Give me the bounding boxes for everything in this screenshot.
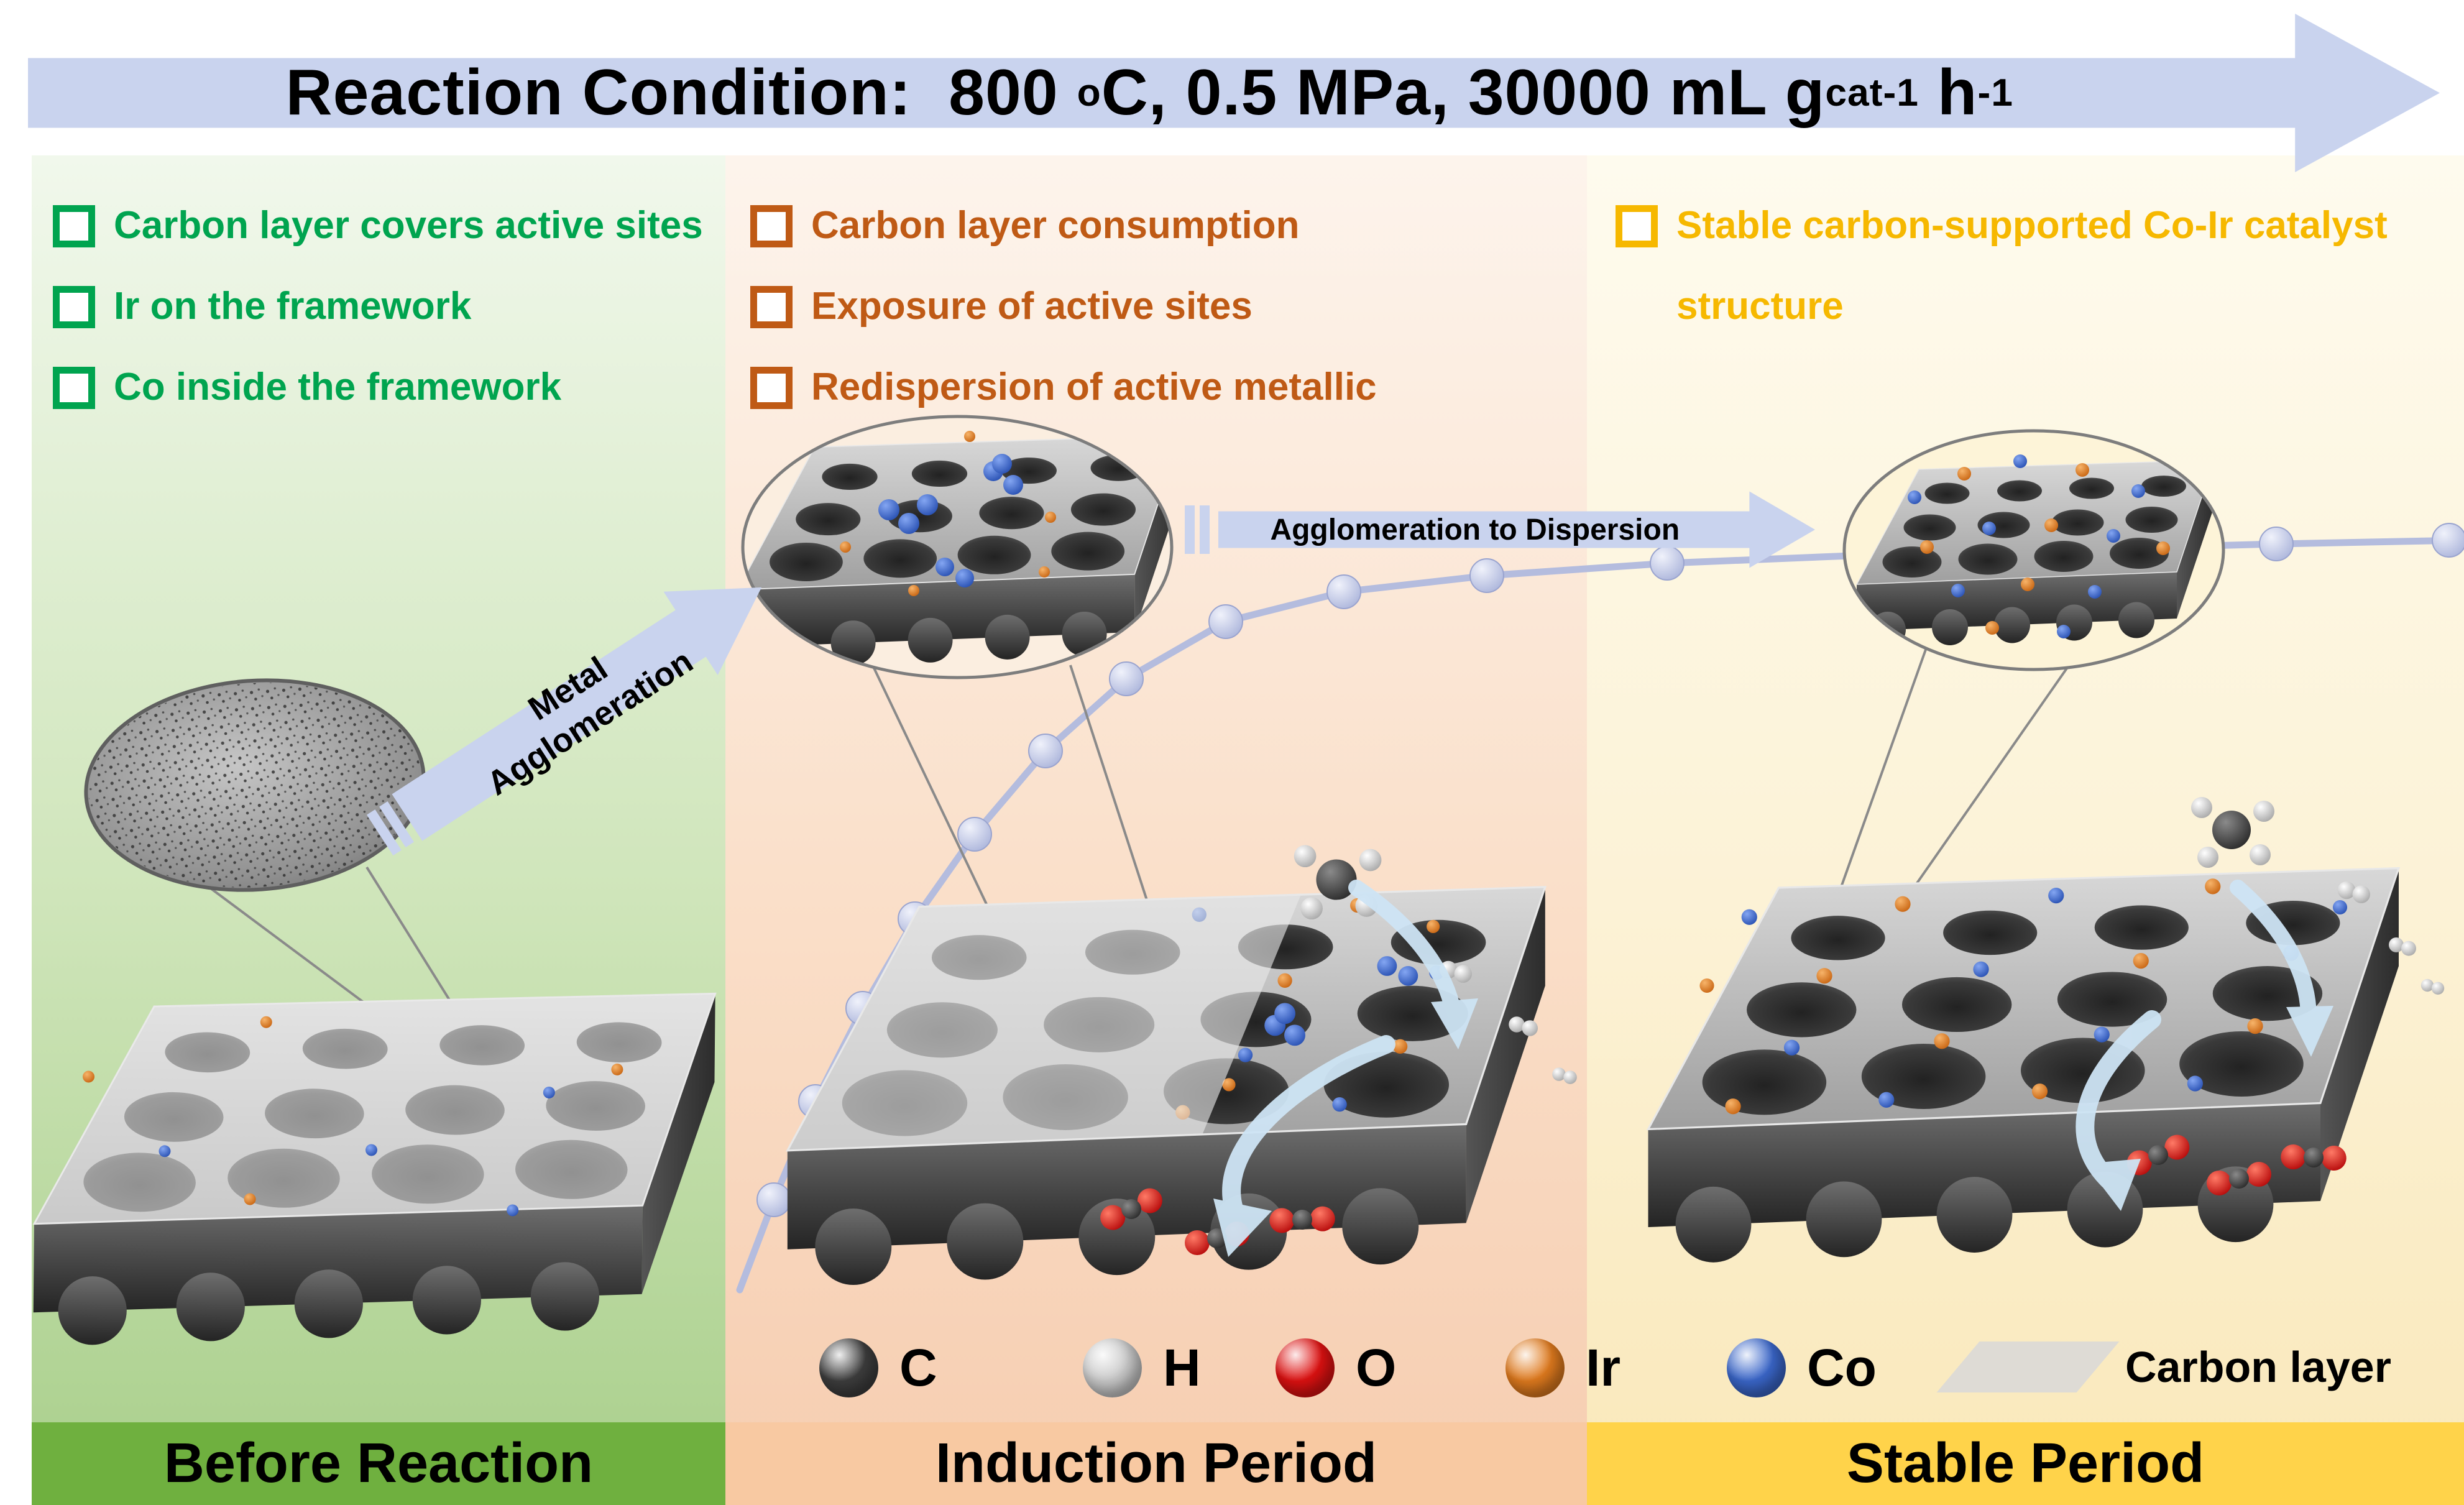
bullet-text: Stable carbon-supported Co-Ir catalyst s… <box>1676 204 2388 328</box>
checkbox-square-icon <box>1616 205 1658 247</box>
bullet-item: Carbon layer consumption <box>750 185 1594 266</box>
panel-title-text: Stable Period <box>1846 1432 2205 1494</box>
checkbox-square-icon <box>53 205 95 247</box>
bullet-item: Co inside the framework <box>53 347 710 428</box>
bullet-item: Redispersion of active metallic <box>750 347 1594 428</box>
checkbox-square-icon <box>750 205 793 247</box>
bullet-text: Carbon layer consumption <box>811 204 1300 247</box>
bullet-text: Co inside the framework <box>114 366 562 409</box>
arrow-gap-bar-icon <box>1200 505 1210 554</box>
panel-induction-period: Carbon layer consumption Exposure of act… <box>725 155 1587 1505</box>
banner-gcat-sub: cat <box>1825 71 1883 114</box>
checkbox-square-icon <box>750 367 793 410</box>
arrow-label: Agglomeration to Dispersion <box>1270 513 1680 546</box>
panel-title-text: Induction Period <box>935 1432 1377 1494</box>
banner-exp1-sup: -1 <box>1883 71 1919 114</box>
bullet-text: Exposure of active sites <box>811 285 1253 328</box>
banner-hour: h <box>1919 57 1978 129</box>
checkbox-square-icon <box>53 367 95 410</box>
arrow-gap-bar-icon <box>1185 505 1195 554</box>
agglomeration-to-dispersion-arrow: Agglomeration to Dispersion <box>1185 490 1815 569</box>
bullet-text: Carbon layer covers active sites <box>114 204 703 247</box>
panel-label-before: Before Reaction <box>32 1422 725 1505</box>
bullet-item: Stable carbon-supported Co-Ir catalyst s… <box>1616 185 2397 347</box>
banner-temp: 800 <box>911 57 1077 129</box>
bullet-item: Ir on the framework <box>53 266 710 347</box>
bullet-list-induction: Carbon layer consumption Exposure of act… <box>750 185 1594 428</box>
checkbox-square-icon <box>53 286 95 329</box>
bullet-item: Carbon layer covers active sites <box>53 185 710 266</box>
panel-label-induction: Induction Period <box>725 1422 1587 1505</box>
panel-stable-period: Stable carbon-supported Co-Ir catalyst s… <box>1587 155 2464 1505</box>
bullet-list-stable: Stable carbon-supported Co-Ir catalyst s… <box>1616 185 2397 347</box>
bullet-text: Ir on the framework <box>114 285 472 328</box>
bullet-list-before: Carbon layer covers active sites Ir on t… <box>53 185 710 428</box>
banner-exp2-sup: -1 <box>1977 71 2013 114</box>
panel-title-text: Before Reaction <box>163 1432 594 1494</box>
panel-label-stable: Stable Period <box>1587 1422 2464 1505</box>
checkbox-square-icon <box>750 286 793 329</box>
banner-degree-sup: o <box>1077 71 1101 114</box>
banner-label: Reaction Condition: <box>285 57 912 129</box>
bullet-item: Exposure of active sites <box>750 266 1594 347</box>
bullet-text: Redispersion of active metallic <box>811 366 1377 409</box>
banner-conditions: C, 0.5 MPa, 30000 mL g <box>1101 57 1826 129</box>
